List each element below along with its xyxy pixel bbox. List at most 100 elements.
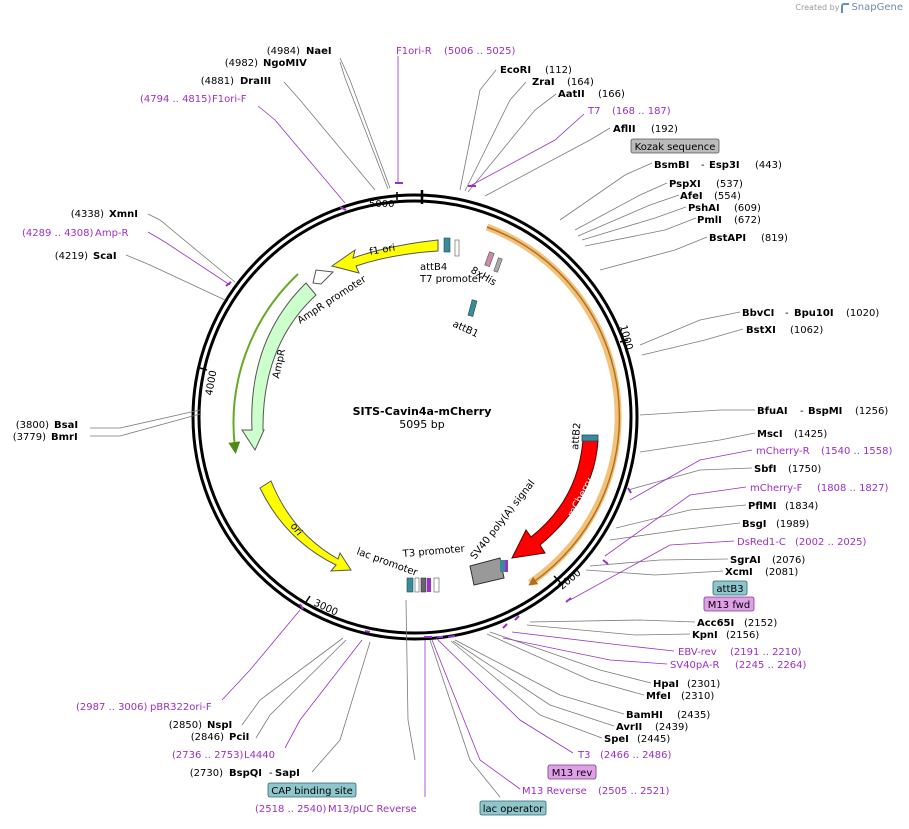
- site-afei: AfeI: [680, 191, 703, 202]
- tick-3000: [305, 595, 311, 603]
- site-num-nspi: (2850): [169, 720, 202, 731]
- tick-4000: [199, 367, 208, 371]
- site-esp3i: Esp3I: [709, 160, 740, 171]
- attb2-label: attB2: [570, 422, 583, 450]
- cap-box-label: CAP binding site: [271, 786, 353, 797]
- tick-1000: [619, 339, 629, 343]
- primer-ebv-rev-range: (2191 .. 2210): [730, 647, 802, 658]
- site-num-xmni: (4338): [71, 209, 104, 220]
- site-pspxi: PspXI: [669, 179, 701, 190]
- site-num-bamhi: (2435): [677, 710, 710, 721]
- attb4-feature: [443, 237, 451, 253]
- site-num-mfei: (2310): [681, 691, 714, 702]
- plasmid-name: SITS-Cavin4a-mCherry: [353, 405, 492, 418]
- site-aflii: AflII: [613, 124, 636, 135]
- backbone-outer: [191, 193, 639, 641]
- site-num-sgrai: (2076): [772, 555, 805, 566]
- site-bbvci: BbvCI: [742, 308, 774, 319]
- site-bfuai-dash: -: [800, 406, 804, 417]
- site-num-avrii: (2439): [655, 722, 688, 733]
- primer-t3: T3: [577, 750, 590, 761]
- site-num-pmli: (672): [734, 215, 761, 226]
- t3-promoter-feature: [433, 577, 440, 593]
- site-num-kpni: (2156): [726, 630, 759, 641]
- primer-ampr-range: (4289 .. 4308): [22, 228, 94, 239]
- sv40-primer-mark: [505, 560, 508, 572]
- primer-dsred1c: DsRed1-C: [737, 537, 786, 548]
- site-num-bstapi: (819): [761, 233, 788, 244]
- m13rev-box-label: M13 rev: [552, 768, 593, 779]
- primer-f1ori-r-range: (5006 .. 5025): [444, 46, 516, 57]
- m13fwd-box: M13 fwd: [703, 596, 755, 612]
- primer-dsred1c-range: (2002 .. 2025): [795, 537, 867, 548]
- attb2-feature: [581, 434, 599, 442]
- site-aatii: AatII: [558, 89, 585, 100]
- mcherry-orf-arrow: [486, 226, 621, 586]
- site-num-bspqi: (2730): [190, 768, 223, 779]
- tick-label-4000: 4000: [204, 370, 219, 397]
- site-num-draiii: (4881): [201, 76, 234, 87]
- site-nspi: NspI: [207, 720, 232, 731]
- primer-m13-reverse: M13 Reverse: [522, 786, 587, 797]
- attb1-label: attB1: [451, 319, 480, 340]
- plasmid-length: 5095 bp: [399, 418, 444, 431]
- primer-ampr: Amp-R: [95, 228, 129, 239]
- site-num-pspxi: (537): [716, 179, 743, 190]
- credit-brand: SnapGene: [851, 2, 903, 13]
- site-sapi-dash: -: [269, 768, 273, 779]
- ampr-feature: [241, 282, 317, 452]
- t3-promoter-label: T3 promoter: [401, 544, 466, 561]
- site-bbvci-dash: -: [785, 308, 789, 319]
- site-ngomiv: NgoMIV: [263, 58, 307, 69]
- site-acc65i: Acc65I: [697, 618, 734, 629]
- mcherry-feature: [511, 439, 599, 559]
- site-avrii: AvrII: [616, 722, 642, 733]
- primer-mcherry-f: mCherry-F: [750, 483, 803, 494]
- site-xcmi: XcmI: [725, 567, 753, 578]
- site-sgrai: SgrAI: [730, 555, 761, 566]
- primer-ebv-rev: EBV-rev: [678, 647, 717, 658]
- primer-mcherry-f-range: (1808 .. 1827): [817, 483, 889, 494]
- site-pflmi: PflMI: [748, 501, 776, 512]
- site-num-spei: (2445): [637, 734, 670, 745]
- lac-promoter-feature: [414, 577, 420, 593]
- site-num-hpai: (2301): [687, 679, 720, 690]
- site-bsai: BsaI: [54, 420, 78, 431]
- primer-ring-marks: [225, 182, 632, 638]
- m13fwd-box-label: M13 fwd: [708, 600, 750, 611]
- site-num-afei: (554): [714, 191, 741, 202]
- snapgene-logo-icon: [841, 2, 850, 13]
- primer-sv40pa-r: SV40pA-R: [670, 660, 719, 671]
- t7-promoter-feature: [454, 239, 460, 257]
- kozak-box-label: Kozak sequence: [635, 142, 716, 153]
- m13rev-box: M13 rev: [547, 764, 597, 780]
- primer-f1ori-f-range: (4794 .. 4815): [140, 94, 212, 105]
- site-spei: SpeI: [604, 734, 629, 745]
- site-zrai: ZraI: [532, 77, 555, 88]
- snapgene-credit: Created by SnapGene: [795, 2, 903, 13]
- site-sapi: SapI: [275, 768, 300, 779]
- site-pcii: PciI: [229, 732, 249, 743]
- site-bfuai: BfuAI: [757, 406, 788, 417]
- site-draiii: DraIII: [240, 76, 271, 87]
- site-mfei: MfeI: [646, 691, 671, 702]
- site-num-acc65i: (2152): [744, 618, 777, 629]
- lacop-box: lac operator: [479, 800, 547, 816]
- f1-ori-feature: [330, 239, 439, 274]
- lac-operator-feature: [420, 577, 427, 593]
- site-num-sbfi: (1750): [788, 464, 821, 475]
- credit-prefix: Created by: [795, 3, 840, 12]
- site-num-bsai: (3800): [16, 420, 49, 431]
- site-num-pcii: (2846): [191, 732, 224, 743]
- ori-feature: [259, 480, 352, 572]
- m13rev-mark: [427, 578, 431, 592]
- site-bspmi: BspMI: [808, 406, 842, 417]
- primer-pbr322-range: (2987 .. 3006): [76, 702, 148, 713]
- site-num-scai: (4219): [55, 251, 88, 262]
- primer-t7: T7: [587, 106, 600, 117]
- site-bstapi: BstAPI: [709, 233, 746, 244]
- ampr-orf-arrow: [228, 273, 299, 454]
- lacop-box-label: lac operator: [483, 804, 544, 815]
- primer-t3-range: (2466 .. 2486): [600, 750, 672, 761]
- site-sbfi: SbfI: [754, 464, 776, 475]
